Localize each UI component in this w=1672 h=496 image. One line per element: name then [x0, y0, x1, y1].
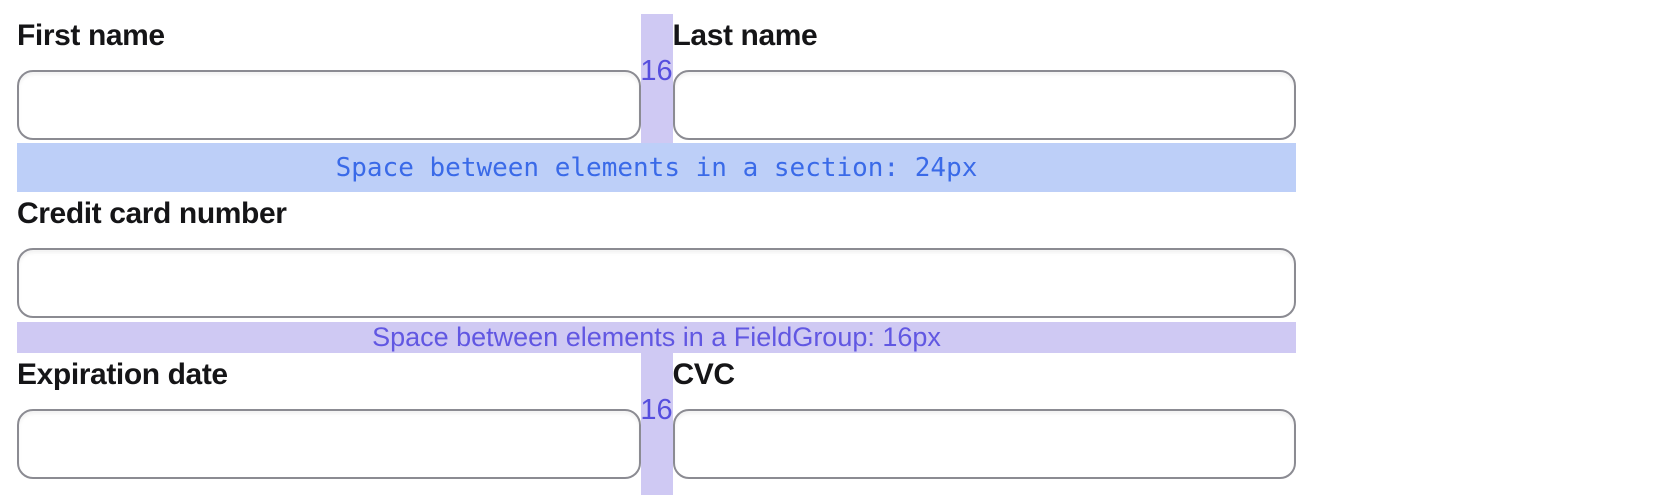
field-last-name: Last name: [672, 14, 1296, 140]
last-name-label: Last name: [672, 19, 818, 52]
expiration-date-input[interactable]: [17, 409, 641, 479]
fieldgroup-gap-strip: 16: [640, 14, 673, 143]
credit-card-number-input[interactable]: [17, 248, 1296, 318]
first-name-label: First name: [17, 19, 165, 52]
cvc-input[interactable]: [672, 409, 1296, 479]
expiration-date-label: Expiration date: [17, 358, 228, 391]
gap-size-label: 16: [640, 394, 673, 426]
fieldgroup-gap-band-label: Space between elements in a FieldGroup: …: [372, 322, 941, 352]
fieldgroup-name: 16 First name Last name: [17, 14, 1296, 143]
first-name-input[interactable]: [17, 70, 641, 140]
credit-card-number-label: Credit card number: [17, 197, 287, 230]
last-name-input[interactable]: [672, 70, 1296, 140]
field-credit-card-number: Credit card number: [17, 192, 1296, 318]
form-spacing-demo: 16 First name Last name Space between el…: [17, 0, 1296, 495]
section-gap-band: Space between elements in a section: 24p…: [17, 143, 1296, 192]
cvc-label: CVC: [672, 358, 736, 391]
fieldgroup-credit-card: Credit card number: [17, 192, 1296, 318]
fieldgroup-gap-strip: 16: [640, 353, 673, 495]
gap-size-label: 16: [640, 55, 673, 87]
fieldgroup-gap-band: Space between elements in a FieldGroup: …: [17, 322, 1296, 353]
fieldgroup-expiry-cvc: 16 Expiration date CVC: [17, 353, 1296, 495]
field-first-name: First name: [17, 14, 641, 140]
field-expiration-date: Expiration date: [17, 353, 641, 479]
section-gap-band-label: Space between elements in a section: 24p…: [335, 152, 978, 183]
field-cvc: CVC: [672, 353, 1296, 479]
